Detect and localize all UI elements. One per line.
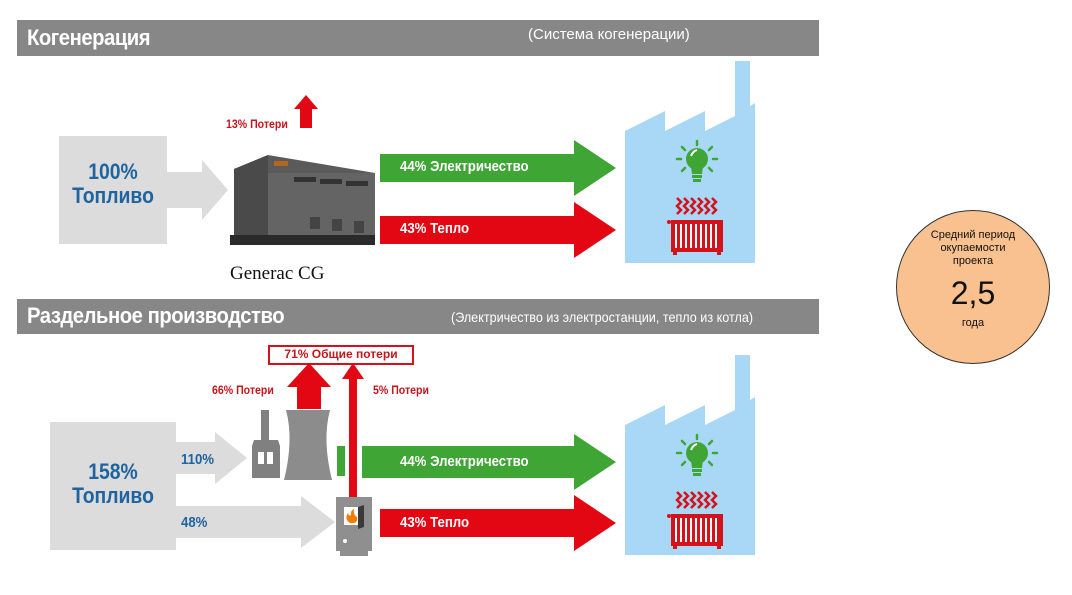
boiler-losses-arrow [342, 363, 364, 497]
cogeneration-electricity-label: 44% Электричество [400, 158, 529, 175]
boiler-losses-label: 5% Потери [373, 383, 429, 397]
flame-icon [346, 509, 358, 523]
cogeneration-fuel-word: Топливо [72, 183, 154, 208]
payback-value: 2,5 [950, 275, 996, 311]
separate-electricity-stub [337, 446, 345, 476]
plant-losses-arrow [287, 363, 331, 409]
separate-subtitle: (Электричество из электростанции, тепло … [451, 309, 754, 325]
cogeneration-electricity-arrow [380, 140, 616, 196]
generator-icon [230, 155, 375, 245]
lightbulb-icon [675, 433, 719, 476]
power-plant-icon [252, 410, 332, 480]
payback-circle: Средний период окупаемости проекта 2,5 г… [896, 210, 1050, 364]
payback-line2: окупаемости [940, 242, 1006, 254]
cogeneration-fuel-box [59, 136, 167, 244]
separate-header-band [17, 299, 819, 334]
radiator-icon [667, 491, 723, 549]
cogeneration-heat-arrow [380, 202, 616, 258]
cogeneration-losses-label: 13% Потери [226, 117, 288, 131]
boiler-icon [336, 497, 372, 556]
separate-power-plant-arrow [175, 432, 247, 484]
payback-line1: Средний период [930, 229, 1016, 241]
separate-fuel-box [50, 422, 176, 550]
separate-heat-label: 43% Тепло [400, 514, 470, 531]
plant-losses-label: 66% Потери [212, 383, 274, 397]
separate-fuel-label: 158% Топливо [58, 460, 169, 508]
separate-title: Раздельное производство [27, 303, 285, 328]
cogeneration-fuel-percent: 100% [88, 159, 138, 184]
lightbulb-icon [675, 139, 719, 182]
payback-caption: Средний период окупаемости проекта [897, 229, 1049, 268]
separate-fuel-word: Топливо [72, 483, 154, 508]
separate-fuel-percent: 158% [88, 459, 138, 484]
total-losses-box: 71% Общие потери [268, 345, 414, 365]
cogeneration-subtitle: (Система когенерации) [528, 26, 690, 43]
separate-electricity-label: 44% Электричество [400, 453, 529, 470]
boiler-fuel-percent: 48% [181, 514, 208, 531]
cogeneration-losses-arrow [294, 95, 318, 128]
payback-line3: проекта [952, 255, 994, 267]
cogeneration-header-band [17, 20, 819, 56]
generator-caption: Generac CG [230, 263, 325, 284]
cogeneration-title: Когенерация [27, 25, 151, 50]
separate-electricity-arrow [362, 434, 616, 490]
cogeneration-fuel-arrow [166, 160, 228, 220]
separate-heat-arrow [380, 495, 616, 551]
cogeneration-heat-label: 43% Тепло [400, 220, 470, 237]
payback-unit: года [961, 317, 985, 329]
radiator-icon [667, 197, 723, 255]
separate-boiler-arrow [175, 496, 335, 548]
cogeneration-fuel-label: 100% Топливо [65, 160, 160, 208]
power-plant-fuel-percent: 110% [181, 451, 215, 468]
